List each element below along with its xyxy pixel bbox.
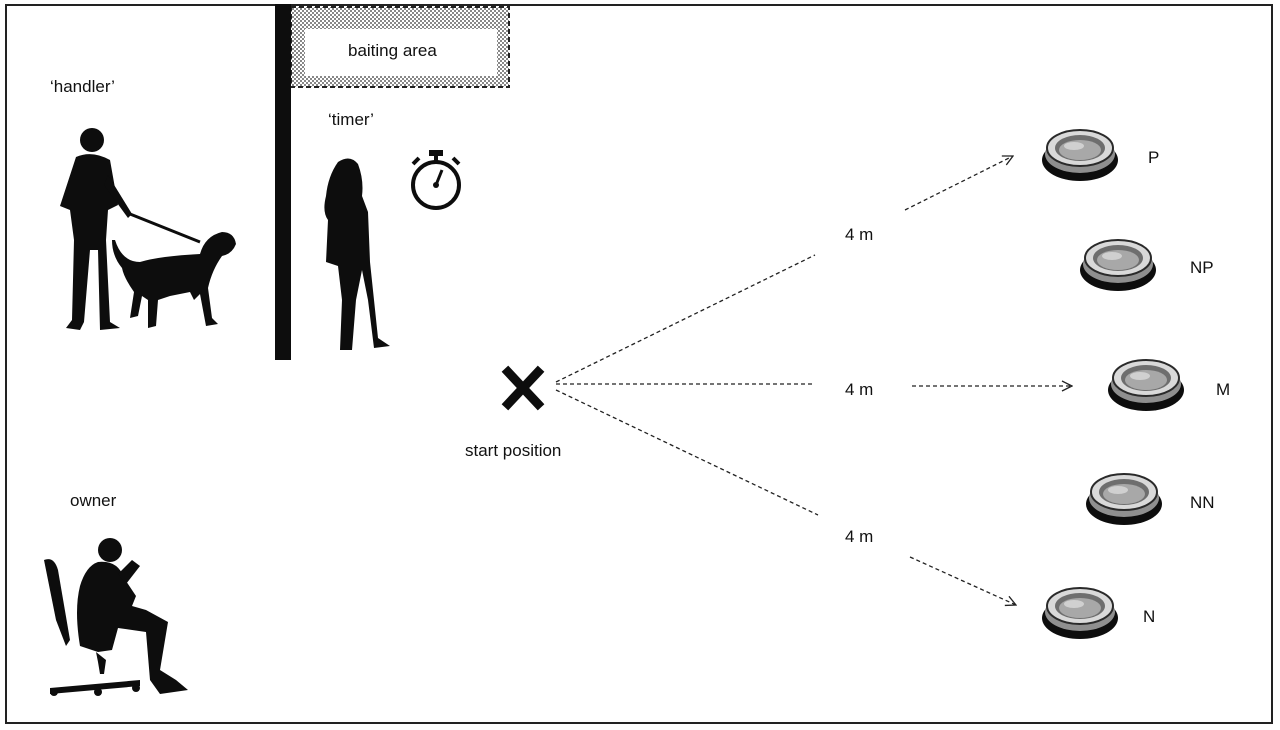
distance-label-bottom: 4 m [845, 527, 874, 546]
path-lines [555, 156, 1072, 605]
bowl-label-n: N [1143, 607, 1156, 626]
bowl-label-nn: NN [1190, 493, 1215, 512]
stopwatch-icon [411, 150, 461, 210]
bowl-np [1079, 239, 1157, 292]
path-to-p-lower [555, 254, 816, 383]
bowl-label-p: P [1148, 148, 1160, 167]
handler-with-dog-silhouette [60, 128, 236, 330]
bowl-nn [1085, 473, 1163, 526]
bowl-label-m: M [1216, 380, 1231, 399]
handler-label: ‘handler’ [50, 77, 115, 96]
start-position-label: start position [465, 441, 562, 460]
seated-man-silhouette [44, 538, 188, 696]
path-to-n-lower [555, 389, 819, 516]
timer-label: ‘timer’ [328, 110, 374, 129]
path-to-n-upper [909, 556, 1016, 605]
baiting-area-inner [305, 29, 497, 76]
path-to-p-upper [904, 156, 1013, 211]
baiting-area-label: baiting area [348, 41, 437, 60]
distance-label-top: 4 m [845, 225, 874, 244]
woman-silhouette [324, 158, 390, 350]
bowl-m [1107, 359, 1185, 412]
owner-label: owner [70, 491, 117, 510]
bowl-n [1041, 587, 1119, 640]
diagram-frame [5, 4, 1273, 724]
distance-label-middle: 4 m [845, 380, 874, 399]
wall-divider [275, 4, 291, 360]
bowl-label-np: NP [1190, 258, 1214, 277]
bowl-p [1041, 129, 1119, 182]
x-mark-icon [501, 365, 545, 411]
